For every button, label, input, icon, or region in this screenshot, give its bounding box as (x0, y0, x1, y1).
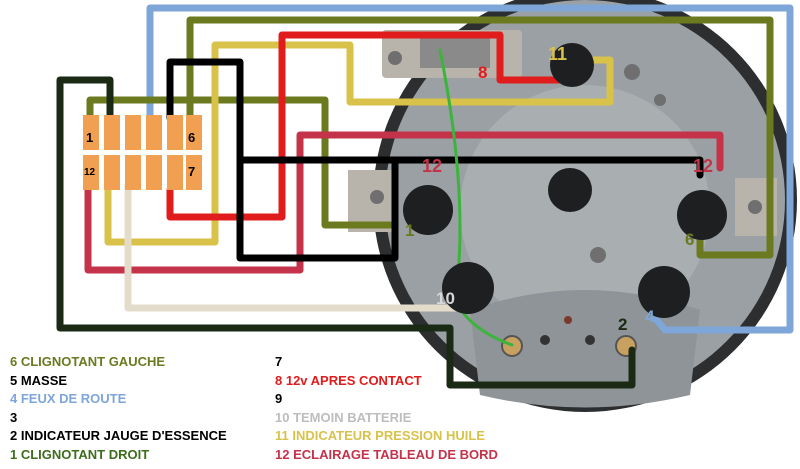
gauge-label-10: 10 (436, 289, 455, 308)
wire-crimson-eclairage (84, 131, 724, 274)
connector-label-1: 1 (86, 130, 93, 145)
socket-6 (677, 190, 727, 240)
socket-10 (442, 262, 494, 314)
wire-olive-clignotant-droit (86, 96, 394, 229)
left-bracket-hole (370, 190, 384, 204)
connector-slot-11 (167, 155, 183, 190)
connector-slot-9 (125, 155, 141, 190)
bottom-hole-1 (540, 335, 550, 345)
wire-blue-feux-de-route (146, 4, 794, 334)
connector-label-7: 7 (188, 164, 195, 179)
legend-item: 10 TEMOIN BATTERIE (275, 409, 412, 425)
wire-beige-temoin-batterie (124, 181, 474, 312)
gauge-label-1: 1 (405, 221, 414, 240)
lamp-sockets (403, 43, 727, 318)
top-screw (388, 51, 402, 65)
connector-block: 1 6 12 7 (83, 115, 202, 190)
connector-slot-2 (104, 115, 120, 150)
top-connector-inner (420, 36, 490, 68)
connector-label-6: 6 (188, 130, 195, 145)
legend-item: 2 INDICATEUR JAUGE D'ESSENCE (10, 428, 227, 443)
gauge-lower-plate (470, 290, 700, 408)
right-screw (624, 64, 640, 80)
connector-slot-10 (146, 155, 162, 190)
connector-slot-3 (125, 115, 141, 150)
gauge-pin-labels: 12 12 11 8 1 6 10 4 2 (405, 44, 713, 334)
socket-1 (403, 185, 453, 235)
wire-yellow-pression-huile (104, 41, 614, 246)
gauge-label-12-left: 12 (422, 156, 442, 176)
connector-slot-1 (83, 115, 99, 150)
mid-screw (654, 94, 666, 106)
lower-screw (590, 247, 606, 263)
bottom-hole-3 (585, 335, 595, 345)
legend-left-column: 6 CLIGNOTANT GAUCHE 5 MASSE 4 FEUX DE ROUT… (10, 353, 227, 464)
gauge-label-4: 4 (645, 307, 655, 326)
legend-item: 7 (275, 354, 283, 369)
gauge-label-8: 8 (478, 63, 487, 82)
legend-item: 12 ECLAIRAGE TABLEAU DE BORD (275, 446, 498, 462)
wire-black-masse (166, 58, 704, 262)
connector-slot-6 (186, 115, 202, 150)
legend-item: 3 (10, 409, 18, 425)
wire-olive-clignotant-gauche (186, 16, 774, 259)
socket-11 (550, 43, 594, 87)
center-knob (548, 168, 592, 212)
connector-slot-7 (83, 155, 99, 190)
legend-item: 5 MASSE (10, 372, 68, 388)
legend-item: 8 12v APRES CONTACT (275, 372, 422, 388)
connector-slot-12 (186, 155, 202, 190)
legend-item: 1 CLIGNOTANT DROIT (10, 446, 150, 462)
legend-item: 4 FEUX DE ROUTE (10, 391, 127, 406)
legend-item: 11 INDICATEUR PRESSION HUILE (275, 428, 485, 443)
connector-slot-4 (146, 115, 162, 150)
gauge-label-12-right: 12 (693, 156, 713, 176)
gauge-label-6: 6 (685, 230, 694, 249)
right-bracket-hole (748, 200, 762, 214)
connector-label-12: 12 (84, 167, 96, 178)
wire-darkgreen-jauge-essence (56, 76, 636, 389)
bottom-hole-2 (564, 316, 572, 324)
legend-item: 9 (275, 391, 283, 406)
connector-slot-5 (167, 115, 183, 150)
legend-right-column: 7 8 12v APRES CONTACT 9 10 TEMOIN BATTERIE 1… (275, 353, 498, 464)
legend-item: 6 CLIGNOTANT GAUCHE (10, 354, 166, 369)
socket-4 (638, 266, 690, 318)
gauge-label-2: 2 (618, 315, 627, 334)
connector-slot-8 (104, 155, 120, 190)
gauge-label-11: 11 (548, 44, 567, 64)
